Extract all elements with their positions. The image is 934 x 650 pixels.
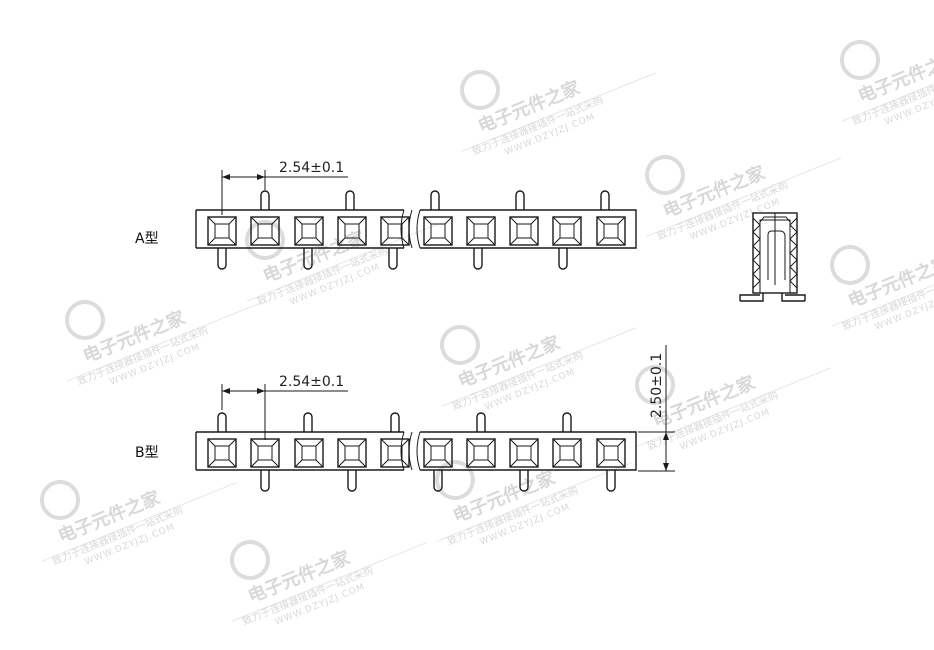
- contact-socket: [423, 216, 453, 246]
- contact-socket: [509, 438, 539, 468]
- contact-socket: [466, 438, 496, 468]
- pin-top: [430, 190, 440, 210]
- pin-top: [562, 412, 572, 432]
- height-dimension-text: 2.50±0.1: [649, 353, 665, 418]
- pin-bottom: [558, 248, 568, 270]
- pin-top: [345, 190, 355, 210]
- pin-top: [600, 190, 610, 210]
- pin-top: [217, 412, 227, 432]
- pin-bottom: [606, 470, 616, 492]
- height-dimension: 2.50±0.1: [638, 345, 675, 472]
- label-type-a: A型: [135, 231, 159, 247]
- pitch-dimension-a: 2.54±0.1: [279, 160, 344, 176]
- pin-bottom: [260, 470, 270, 492]
- type-b-pitch-dimension: 2.54±0.1: [221, 374, 348, 440]
- contact-socket: [337, 216, 367, 246]
- pitch-dimension-b: 2.54±0.1: [279, 374, 344, 390]
- connector-body: [195, 431, 637, 471]
- pin-top: [476, 412, 486, 432]
- pin-bottom: [347, 470, 357, 492]
- contact-socket: [423, 438, 453, 468]
- contact-socket: [294, 438, 324, 468]
- contact-socket: [466, 216, 496, 246]
- pin-bottom: [388, 248, 398, 270]
- contact-socket: [207, 216, 237, 246]
- pin-top: [515, 190, 525, 210]
- contact-socket: [207, 438, 237, 468]
- type-a-front-view: [195, 190, 637, 270]
- contact-socket: [250, 216, 280, 246]
- pin-top: [303, 412, 313, 432]
- contact-socket: [552, 438, 582, 468]
- contact-socket: [596, 438, 626, 468]
- pin-bottom: [433, 470, 443, 492]
- connector-body: [195, 209, 637, 249]
- contact-socket: [294, 216, 324, 246]
- pin-bottom: [217, 248, 227, 270]
- label-type-b: B型: [135, 445, 159, 461]
- pin-top: [390, 412, 400, 432]
- contact-socket: [509, 216, 539, 246]
- pin-bottom: [519, 470, 529, 492]
- break-mark: [400, 209, 421, 249]
- contact-socket: [380, 438, 410, 468]
- side-view: [739, 212, 806, 302]
- pin-bottom: [303, 248, 313, 270]
- break-mark: [400, 431, 421, 471]
- contact-socket: [380, 216, 410, 246]
- watermark-layer: 电子元件之家致力于连接器接插件一站式采购WWW.DZYJZJ.COM电子元件之家…: [40, 40, 934, 628]
- pin-bottom: [473, 248, 483, 270]
- contact-socket: [596, 216, 626, 246]
- type-a-pitch-dimension: 2.54±0.1: [221, 160, 348, 215]
- contact-socket: [552, 216, 582, 246]
- contact-socket: [337, 438, 367, 468]
- pin-top: [260, 190, 270, 210]
- type-b-front-view: [195, 412, 637, 492]
- contact-socket: [250, 438, 280, 468]
